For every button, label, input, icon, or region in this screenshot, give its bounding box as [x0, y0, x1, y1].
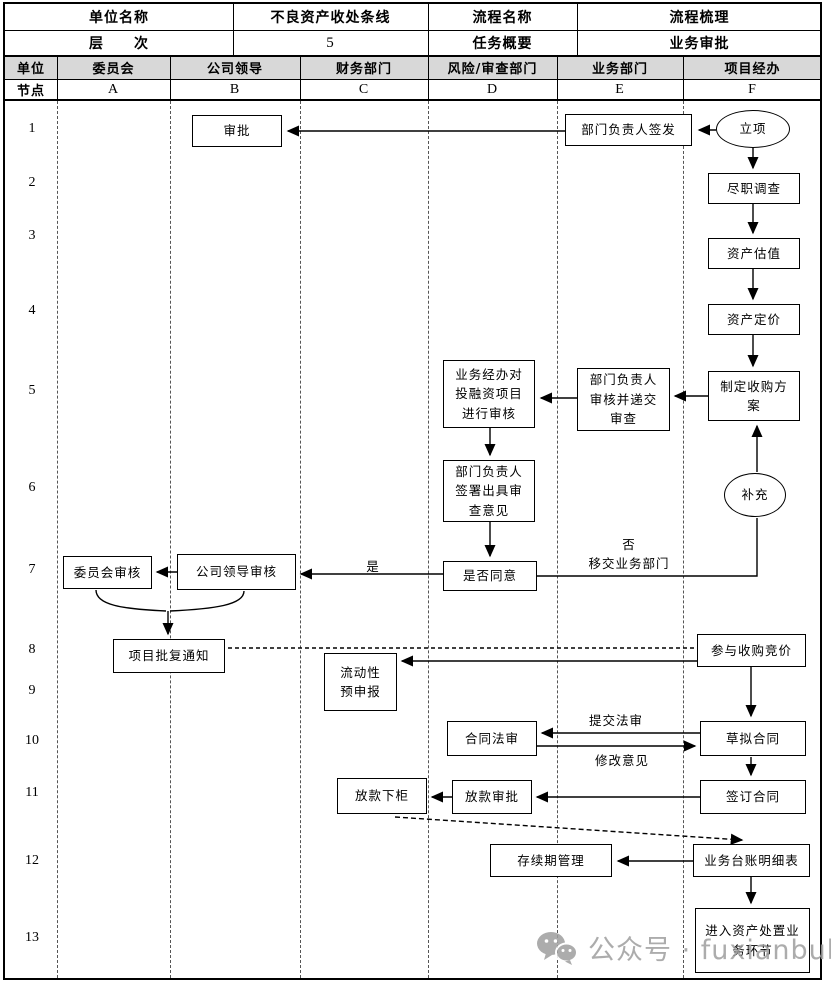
lane-separator — [57, 101, 58, 978]
row-number-13: 13 — [25, 930, 39, 945]
lane-separator — [683, 101, 684, 978]
grid-vline — [428, 56, 429, 100]
lane-code-c: C — [358, 81, 370, 97]
grid-vline — [170, 56, 171, 100]
unit-name-value: 不良资产收处条线 — [270, 10, 391, 26]
node-loan-disbursement: 放款下柜 — [337, 778, 427, 814]
node-asset-valuation: 资产估值 — [708, 238, 800, 269]
lane-code-b: B — [229, 81, 241, 97]
lane-committee: 委员会 — [92, 62, 135, 77]
task-summary-label: 任务概要 — [472, 36, 533, 52]
edge-label-yes: 是 — [366, 559, 380, 574]
node-business-ledger: 业务台账明细表 — [693, 844, 810, 877]
node-asset-disposal-entry: 进入资产处置业 务环节 — [695, 908, 810, 973]
row-number-2: 2 — [28, 175, 36, 190]
lane-risk-review-dept: 风险/审查部门 — [447, 62, 538, 77]
edge-label-submit-legal-review: 提交法审 — [588, 713, 643, 728]
node-dept-head-sign: 部门负责人签发 — [565, 114, 692, 146]
level-value: 5 — [326, 34, 335, 51]
node-committee-review: 委员会审核 — [63, 556, 152, 589]
task-summary-value: 业务审批 — [669, 36, 730, 52]
node-dept-head-review-submit: 部门负责人 审核并递交 审查 — [577, 368, 670, 431]
node-due-diligence: 尽职调查 — [708, 173, 800, 204]
lane-company-leader: 公司领导 — [206, 62, 263, 77]
node-dept-head-sign-opinion: 部门负责人 签署出具审 查意见 — [443, 460, 535, 522]
node-duration-management: 存续期管理 — [490, 844, 612, 877]
watermark: 公众号 · fuxianbubin — [536, 928, 831, 967]
node-agree-or-not: 是否同意 — [443, 561, 537, 591]
grid-vline — [683, 56, 684, 100]
grid-vline — [300, 56, 301, 100]
node-loan-approval: 放款审批 — [452, 780, 532, 814]
lane-business-dept: 业务部门 — [591, 62, 648, 77]
row-number-12: 12 — [25, 853, 39, 868]
process-name-label: 流程名称 — [472, 10, 533, 26]
row-number-1: 1 — [28, 121, 36, 136]
row-number-3: 3 — [28, 228, 36, 243]
node-sign-contract: 签订合同 — [700, 780, 806, 814]
lane-finance-dept: 财务部门 — [335, 62, 392, 77]
row-number-6: 6 — [28, 480, 36, 495]
grid-vline — [557, 56, 558, 100]
node-supplement: 补充 — [724, 473, 786, 517]
lane-code-e: E — [615, 81, 625, 97]
grid-hline — [5, 79, 822, 80]
connector-agree-no-to-supplement — [537, 518, 758, 577]
lane-separator — [557, 101, 558, 978]
table-outer-border — [3, 2, 822, 980]
lane-project-handler: 项目经办 — [724, 62, 781, 77]
node-acquisition-plan: 制定收购方 案 — [708, 371, 800, 421]
lane-header-band — [5, 56, 822, 79]
lane-separator — [170, 101, 171, 978]
node-asset-pricing: 资产定价 — [708, 304, 800, 335]
brace-committee — [95, 589, 167, 612]
lane-separator — [428, 101, 429, 978]
node-liquidity-predeclare: 流动性 预申报 — [324, 653, 397, 711]
edge-label-revision-comments: 修改意见 — [594, 753, 649, 768]
edge-label-transfer-business-dept: 移交业务部门 — [588, 556, 670, 571]
dashed-disbursal-to-ledger — [394, 816, 744, 845]
lane-code-a: A — [107, 81, 120, 97]
row-number-10: 10 — [25, 733, 39, 748]
row-number-4: 4 — [28, 303, 36, 318]
unit-name-label: 单位名称 — [89, 10, 149, 26]
process-name-value: 流程梳理 — [669, 10, 730, 26]
brace-leader — [169, 590, 245, 612]
lane-unit-label: 单位 — [16, 62, 45, 77]
node-approve: 审批 — [192, 115, 282, 147]
edge-label-no: 否 — [622, 537, 636, 552]
grid-hline — [5, 99, 822, 101]
node-project-initiation: 立项 — [716, 110, 790, 148]
grid-hline — [5, 30, 822, 31]
grid-vline — [233, 4, 234, 56]
row-number-8: 8 — [28, 642, 36, 657]
node-draft-contract: 草拟合同 — [700, 721, 806, 756]
row-number-9: 9 — [28, 683, 36, 698]
lane-separator — [300, 101, 301, 978]
row-number-11: 11 — [25, 785, 39, 800]
row-number-5: 5 — [28, 383, 36, 398]
level-label: 层 次 — [89, 36, 149, 52]
node-leader-review: 公司领导审核 — [177, 554, 296, 590]
node-handler-review: 业务经办对 投融资项目 进行审核 — [443, 360, 535, 428]
grid-hline — [5, 55, 822, 57]
node-approval-notice: 项目批复通知 — [113, 639, 225, 673]
node-row-label: 节点 — [16, 84, 45, 99]
grid-vline — [57, 56, 58, 100]
lane-code-f: F — [748, 81, 757, 97]
node-contract-legal-review: 合同法审 — [447, 721, 537, 756]
wechat-icon — [537, 931, 578, 965]
row-number-7: 7 — [28, 562, 36, 577]
lane-code-d: D — [486, 81, 499, 97]
watermark-text: 公众号 · fuxianbubin — [588, 935, 831, 966]
grid-vline — [428, 4, 429, 56]
node-bid-participation: 参与收购竞价 — [697, 634, 806, 667]
grid-vline — [577, 4, 578, 56]
